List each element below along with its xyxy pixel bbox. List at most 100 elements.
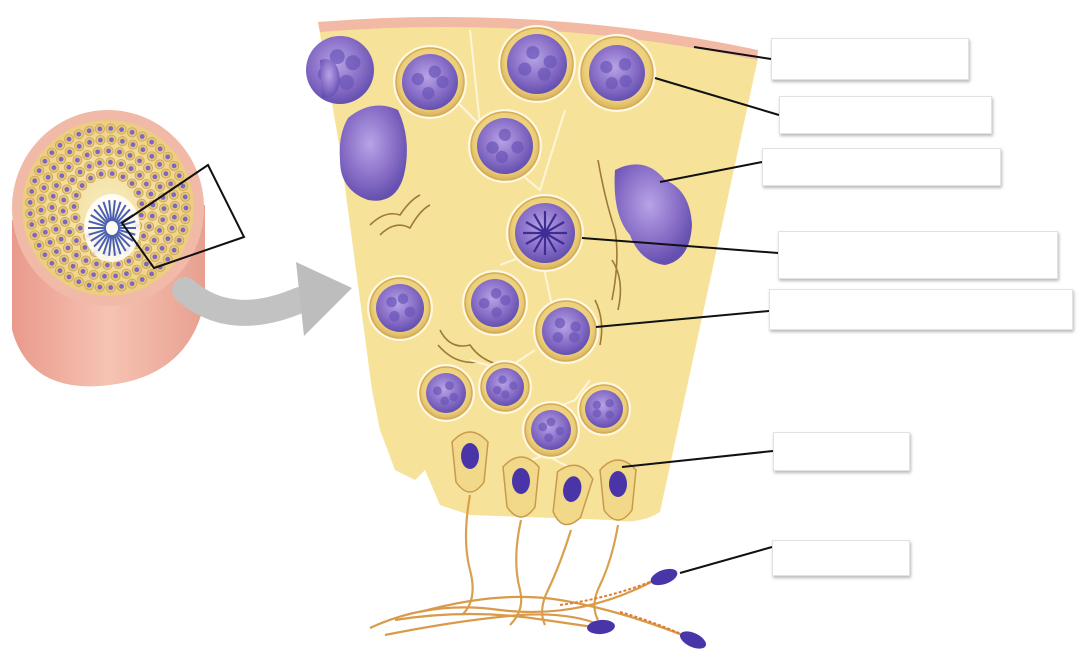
- mini-cell-nucleus: [32, 233, 37, 238]
- nucleus-speck: [547, 418, 556, 427]
- mini-cell-nucleus: [87, 140, 92, 145]
- mini-cell-nucleus: [95, 149, 100, 154]
- mini-cell-nucleus: [130, 281, 135, 286]
- spermatid-tail: [594, 525, 618, 620]
- mini-cell-nucleus: [131, 142, 136, 147]
- zoom-arrow: [185, 262, 352, 336]
- mini-cell-nucleus: [72, 204, 77, 209]
- mini-cell-nucleus: [120, 139, 125, 144]
- mini-cell-nucleus: [88, 176, 93, 181]
- mini-cell-nucleus: [37, 243, 42, 248]
- nucleus-speck: [412, 73, 424, 85]
- mini-cell-nucleus: [119, 162, 124, 167]
- nucleus-speck: [422, 87, 434, 99]
- mini-cell-nucleus: [137, 173, 142, 178]
- label-box-basement-membrane[interactable]: [771, 38, 969, 80]
- mini-cell-nucleus: [43, 230, 48, 235]
- nucleus-speck: [556, 427, 565, 436]
- mini-cell-nucleus: [108, 160, 113, 165]
- mini-cell-nucleus: [147, 224, 152, 229]
- nucleus-speck: [606, 77, 618, 89]
- label-box-spermatogonium[interactable]: [779, 96, 992, 134]
- mini-cell-nucleus: [137, 158, 142, 163]
- mini-cell-nucleus: [181, 228, 186, 233]
- mini-cell-nucleus: [51, 194, 56, 199]
- label-box-secondary-spermatocyte[interactable]: [769, 289, 1073, 330]
- label-box-sperm[interactable]: [772, 540, 910, 576]
- nucleus-speck: [389, 311, 400, 322]
- mini-cell-nucleus: [150, 214, 155, 219]
- mini-cell-nucleus: [59, 173, 64, 178]
- mini-cell-nucleus: [165, 154, 170, 159]
- germ-cell-nucleus: [542, 307, 590, 355]
- nucleus-speck: [436, 76, 448, 88]
- mini-cell-nucleus: [141, 234, 146, 239]
- spermatid-head: [609, 471, 627, 497]
- mini-cell-nucleus: [32, 178, 37, 183]
- mini-cell-nucleus: [144, 182, 149, 187]
- mini-cell-nucleus: [168, 181, 173, 186]
- germ-cell-nucleus: [402, 54, 458, 110]
- mini-cell-nucleus: [160, 246, 165, 251]
- mini-cell-nucleus: [67, 137, 72, 142]
- germ-cell-nucleus: [585, 390, 623, 428]
- mini-cell-nucleus: [46, 175, 51, 180]
- mini-cell-nucleus: [74, 253, 79, 258]
- sperm-head-3: [677, 628, 708, 653]
- mini-cell-nucleus: [144, 262, 149, 267]
- label-box-primary-spermatocyte[interactable]: [778, 231, 1058, 279]
- nucleus-speck: [440, 397, 449, 406]
- nucleus-speck: [538, 423, 547, 432]
- mini-cell-nucleus: [172, 248, 177, 253]
- mini-cell-nucleus: [54, 183, 59, 188]
- mini-cell-nucleus: [63, 220, 68, 225]
- mini-cell-nucleus: [64, 187, 69, 192]
- mini-cell-nucleus: [87, 164, 92, 169]
- mini-cell-nucleus: [28, 211, 33, 216]
- mini-cell-nucleus: [59, 237, 64, 242]
- mini-cell-nucleus: [98, 138, 103, 143]
- mini-cell-nucleus: [183, 195, 188, 200]
- mini-cell-nucleus: [97, 161, 102, 166]
- mini-cell-nucleus: [140, 134, 145, 139]
- label-box-sertoli-cell[interactable]: [762, 148, 1001, 186]
- mini-cell-nucleus: [146, 166, 151, 171]
- mini-cell-nucleus: [130, 181, 135, 186]
- nucleus-speck: [498, 376, 506, 384]
- spermatid: [503, 457, 539, 517]
- nucleus-speck: [501, 390, 509, 398]
- mini-cell-nucleus: [134, 267, 139, 272]
- mini-cell-nucleus: [108, 126, 113, 131]
- germ-cell-nucleus: [306, 36, 374, 104]
- mini-cell-nucleus: [121, 174, 126, 179]
- mini-cell-nucleus: [67, 150, 72, 155]
- nucleus-speck: [486, 141, 498, 153]
- nucleus-speck: [553, 332, 564, 343]
- nucleus-speck: [538, 67, 551, 80]
- mini-cell-nucleus: [152, 238, 157, 243]
- mini-cell-nucleus: [29, 222, 34, 227]
- mini-cell-nucleus: [164, 171, 169, 176]
- nucleus-speck: [386, 297, 397, 308]
- germ-cell-nucleus: [507, 34, 567, 94]
- nucleus-speck: [606, 410, 614, 418]
- mini-cell-nucleus: [39, 208, 44, 213]
- mini-cell-nucleus: [172, 163, 177, 168]
- mini-cell-nucleus: [74, 238, 79, 243]
- mini-cell-nucleus: [61, 209, 66, 214]
- nucleus-speck: [445, 381, 454, 390]
- mini-cell-nucleus: [76, 279, 81, 284]
- mini-cell-nucleus: [81, 269, 86, 274]
- label-box-spermatid[interactable]: [773, 432, 910, 471]
- nucleus-speck: [491, 288, 502, 299]
- mini-cell-nucleus: [116, 262, 121, 267]
- germ-cell-nucleus: [589, 45, 645, 101]
- mini-cell-nucleus: [165, 236, 170, 241]
- mini-cell-nucleus: [66, 165, 71, 170]
- mini-cell-nucleus: [181, 184, 186, 189]
- mini-cell-nucleus: [110, 171, 115, 176]
- mini-cell-nucleus: [73, 215, 78, 220]
- sperm-head-1: [648, 566, 679, 589]
- mini-cell-nucleus: [170, 226, 175, 231]
- nucleus-speck: [491, 307, 502, 318]
